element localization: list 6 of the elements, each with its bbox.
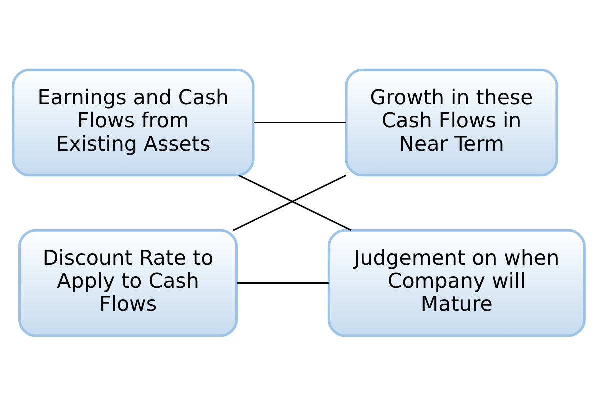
- node-box: Growth in these Cash Flows in Near Term: [345, 68, 558, 176]
- node-box: Judgement on when Company will Mature: [328, 228, 586, 337]
- connector: [254, 122, 346, 124]
- node-box: Discount Rate to Apply to Cash Flows: [18, 228, 238, 337]
- node-box: Earnings and Cash Flows from Existing Assets: [12, 68, 255, 176]
- connector: [237, 282, 329, 284]
